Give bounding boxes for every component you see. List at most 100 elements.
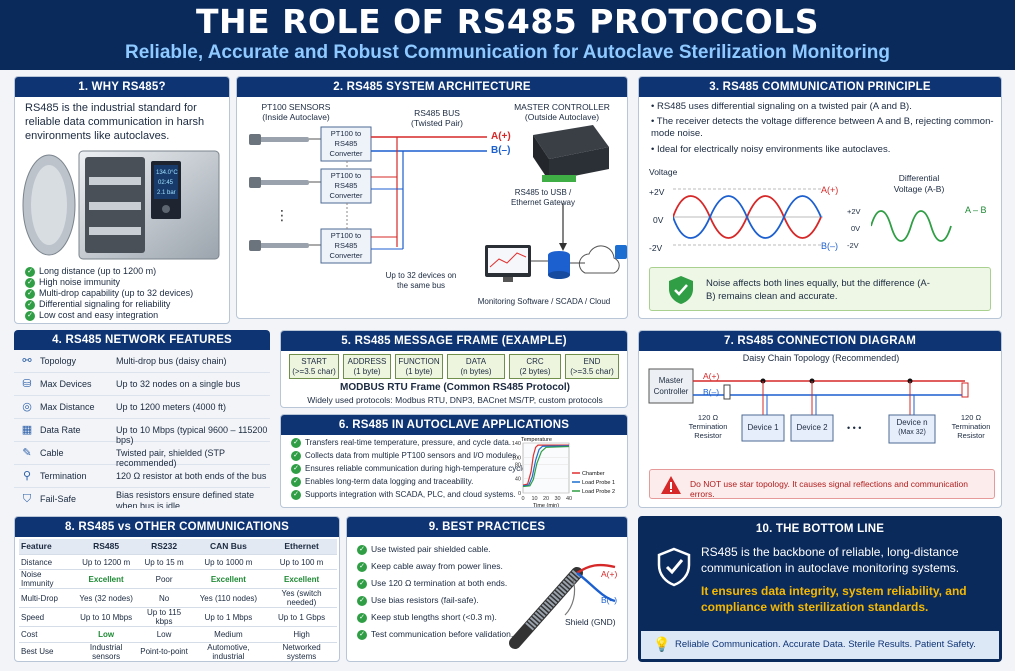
frame-field-data: DATA(n bytes): [447, 354, 505, 379]
diff-waveform: [871, 210, 952, 242]
chart-y-label: Temperature: [521, 437, 552, 443]
converter-box: PT100 to RS485 Converter: [329, 171, 363, 200]
pt100-probe-icon: [249, 134, 309, 145]
best-practice-item: ✓Use 120 Ω termination at both ends.: [357, 578, 507, 589]
monitor-icon: [485, 245, 531, 282]
app-bullet: ✓Enables long-term data logging and trac…: [291, 476, 473, 487]
why-bullet: ✓High noise immunity: [25, 277, 120, 288]
principle-bullet: • RS485 uses differential signaling on a…: [651, 101, 912, 112]
converter-box: PT100 to RS485 Converter: [329, 231, 363, 260]
right-resistor-label: 120 Ω Termination Resistor: [951, 413, 991, 440]
master-controller-box: Master Controller: [653, 376, 689, 396]
chart-series-line: [522, 445, 570, 487]
app-bullet: ✓Supports integration with SCADA, PLC, a…: [291, 489, 516, 500]
check-icon: ✓: [357, 612, 367, 623]
panel-title: 1. WHY RS485?: [15, 77, 229, 97]
chart-legend-label: Chamber: [582, 471, 605, 477]
line-a-label: A(+): [491, 131, 511, 142]
check-icon: ✓: [25, 288, 35, 299]
chart-series-line: [522, 445, 570, 488]
chart-series-line: [522, 444, 569, 486]
check-icon: ✓: [357, 629, 367, 640]
check-icon: ✓: [25, 310, 35, 321]
best-practice-item: ✓Test communication before validation.: [357, 629, 513, 640]
topology-caption: Daisy Chain Topology (Recommended): [742, 353, 900, 363]
panel-comparison: 8. RS485 vs OTHER COMMUNICATIONS Feature…: [14, 516, 340, 662]
panel-title: 8. RS485 vs OTHER COMMUNICATIONS: [15, 517, 339, 537]
frame-field-start: START(>=3.5 char): [289, 354, 339, 379]
device-box: Device 2: [796, 423, 828, 432]
termination-icon: ⚲: [22, 470, 32, 482]
cloud-icon: [578, 245, 620, 274]
master-label: MASTER CONTROLLER(Outside Autoclave): [514, 102, 610, 122]
header-banner: THE ROLE OF RS485 PROTOCOLS Reliable, Ac…: [0, 0, 1015, 70]
screen-pressure: 2.1 bar: [157, 190, 176, 196]
voltage-tick: +2V: [649, 187, 665, 197]
frame-field-address: ADDRESS(1 byte): [343, 354, 391, 379]
voltage-tick: 0V: [653, 215, 664, 225]
bottom-line-highlight: It ensures data integrity, system reliab…: [701, 584, 967, 614]
check-icon: ✓: [357, 561, 367, 572]
noise-note-box: Noise affects both lines equally, but th…: [649, 267, 991, 311]
panel-connection-diagram: 7. RS485 CONNECTION DIAGRAM Daisy Chain …: [638, 330, 1002, 508]
best-practice-item: ✓Keep cable away from power lines.: [357, 561, 503, 572]
check-icon: ✓: [25, 277, 35, 288]
panel-title: 3. RS485 COMMUNICATION PRINCIPLE: [639, 77, 1001, 97]
device-box-n: Device n(Max 32): [896, 418, 928, 436]
panel-title: 7. RS485 CONNECTION DIAGRAM: [639, 331, 1001, 351]
best-practice-item: ✓Use twisted pair shielded cable.: [357, 544, 491, 555]
check-icon: ✓: [357, 578, 367, 589]
frame-caption: MODBUS RTU Frame (Common RS485 Protocol): [339, 382, 571, 393]
sensors-label: PT100 SENSORS(Inside Autoclave): [261, 102, 331, 122]
line-a-label: A(+): [703, 371, 720, 381]
why-bullet: ✓Low cost and easy integration: [25, 310, 158, 321]
fail-safe-icon: ⛉: [22, 493, 32, 505]
screen-temp: 134.0°C: [156, 170, 178, 176]
panel-title: 2. RS485 SYSTEM ARCHITECTURE: [237, 77, 627, 97]
shield-label: Shield (GND): [565, 617, 616, 627]
differential-waveform: [673, 188, 823, 246]
frame-field-function: FUNCTION(1 byte): [395, 354, 443, 379]
cable-a-label: A(+): [601, 569, 618, 579]
panel-bottom-line: 10. THE BOTTOM LINE RS485 is the backbon…: [638, 516, 1002, 662]
diff-tick: -2V: [847, 241, 859, 250]
diff-series-label: A – B: [965, 205, 987, 215]
page-title: THE ROLE OF RS485 PROTOCOLS: [195, 2, 820, 41]
frame-field-end: END(>=3.5 char): [565, 354, 619, 379]
gateway-label: RS485 to USB / Ethernet Gateway: [510, 188, 576, 207]
check-icon: ✓: [357, 595, 367, 606]
converter-box: PT100 to RS485 Converter: [329, 129, 363, 158]
chart-y-tick-label: 0: [518, 491, 521, 497]
pt100-probe-icon: [249, 240, 309, 251]
check-icon: ✓: [25, 266, 35, 277]
star-topology-warning: Do NOT use star topology. It causes sign…: [649, 469, 995, 499]
cable-b-label: B(–): [601, 595, 618, 605]
distance-icon: ◎: [22, 401, 32, 413]
check-icon: ✓: [291, 476, 301, 487]
shield-check-icon: [668, 275, 694, 305]
panel-best-practices: 9. BEST PRACTICES ✓Use twisted pair shie…: [346, 516, 628, 662]
shielded-cable-icon: [509, 563, 616, 649]
check-icon: ✓: [291, 450, 301, 461]
bottom-footer-bar: 💡 Reliable Communication. Accurate Data.…: [641, 631, 999, 659]
daisy-chain-diagram: [648, 368, 969, 444]
line-b-label: B(–): [491, 145, 511, 156]
frame-field-crc: CRC(2 bytes): [509, 354, 561, 379]
device-box: Device 1: [747, 423, 779, 432]
chart-legend-label: Load Probe 2: [582, 489, 615, 495]
chart-x-tick-label: 10: [531, 496, 537, 502]
wave-a-label: A(+): [821, 185, 839, 195]
panel-communication-principle: 3. RS485 COMMUNICATION PRINCIPLE • RS485…: [638, 76, 1002, 319]
principle-bullet: • Ideal for electrically noisy environme…: [651, 144, 891, 155]
shield-check-icon: [657, 547, 691, 587]
